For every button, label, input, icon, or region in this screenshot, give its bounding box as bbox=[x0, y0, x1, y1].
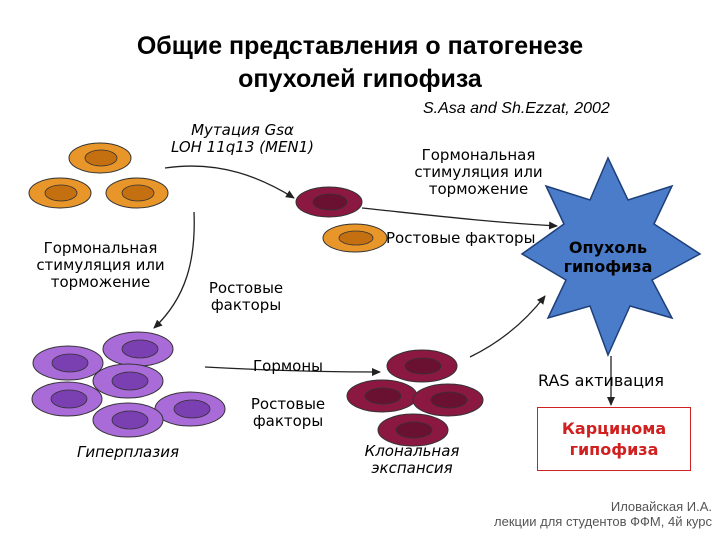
hormonal-stimulation-right: Гормональная стимуляция или торможение bbox=[396, 147, 561, 198]
hormonal-right-line-3: торможение bbox=[428, 180, 529, 198]
growth-factors-left-line-2: факторы bbox=[210, 296, 282, 314]
carcinoma-box: Карцинома гипофиза bbox=[537, 407, 691, 471]
normal-cell-icon bbox=[322, 223, 388, 253]
author-credit: Иловайская И.А. лекции для студентов ФФМ… bbox=[382, 499, 712, 529]
ras-activation-label: RAS активация bbox=[538, 371, 664, 390]
clonal-line-2: экспансия bbox=[371, 459, 453, 477]
arrow-normal-to-hyperplasia bbox=[153, 211, 195, 329]
title-line-1: Общие представления о патогенезе bbox=[136, 32, 584, 60]
normal-cell-icon bbox=[68, 142, 132, 174]
growth-factors-mid-line-1: Ростовые bbox=[250, 395, 326, 413]
clonal-cell-icon bbox=[412, 383, 484, 417]
tumor-label: Опухоль гипофиза bbox=[548, 238, 668, 276]
clonal-cell-icon bbox=[295, 186, 363, 218]
hormonal-right-line-2: стимуляция или bbox=[414, 163, 543, 181]
growth-factors-middle: Ростовые факторы bbox=[238, 396, 338, 430]
hormonal-left-line-1: Гормональная bbox=[43, 239, 158, 257]
mutation-line-2: LOH 11q13 (MEN1) bbox=[170, 138, 315, 156]
hyperplastic-cell-icon bbox=[92, 402, 164, 438]
arrow-normal-to-mutation bbox=[164, 165, 295, 199]
credit-line-1: Иловайская И.А. bbox=[610, 499, 712, 514]
normal-cell-icon bbox=[28, 177, 92, 209]
clonal-cell-icon bbox=[346, 379, 418, 413]
growth-factors-right: Ростовые факторы bbox=[386, 229, 536, 247]
clonal-line-1: Клональная bbox=[364, 442, 460, 460]
hyperplastic-cell-icon bbox=[32, 345, 104, 381]
hyperplastic-cell-icon bbox=[102, 331, 174, 367]
growth-factors-left: Ростовые факторы bbox=[196, 280, 296, 314]
carcinoma-line-2: гипофиза bbox=[569, 440, 659, 459]
hyperplastic-cell-icon bbox=[92, 363, 164, 399]
hormonal-left-line-2: стимуляция или bbox=[36, 256, 165, 274]
clonal-cell-icon bbox=[386, 349, 458, 383]
tumor-line-1: Опухоль bbox=[568, 238, 648, 257]
hyperplasia-label: Гиперплазия bbox=[77, 443, 179, 461]
hyperplastic-cell-icon bbox=[154, 391, 226, 427]
tumor-line-2: гипофиза bbox=[563, 257, 653, 276]
arrow-cell-to-tumor bbox=[361, 207, 558, 230]
arrow-clonal-to-tumor bbox=[469, 295, 546, 358]
clonal-cell-icon bbox=[377, 413, 449, 447]
arrow-hyperplasia-to-clonal bbox=[204, 366, 381, 376]
credit-line-2: лекции для студентов ФФМ, 4й курс bbox=[494, 514, 712, 529]
carcinoma-line-1: Карцинома bbox=[561, 419, 667, 438]
reference-citation: S.Asa and Sh.Ezzat, 2002 bbox=[423, 100, 610, 117]
growth-factors-mid-line-2: факторы bbox=[252, 412, 324, 430]
hormonal-stimulation-left: Гормональная стимуляция или торможение bbox=[18, 240, 183, 291]
hormones-label: Гормоны bbox=[253, 357, 323, 375]
title-line-2: опухолей гипофиза bbox=[238, 65, 482, 93]
normal-cell-icon bbox=[105, 177, 169, 209]
mutation-line-1: Мутация Gsα bbox=[191, 121, 294, 139]
clonal-expansion-label: Клональная экспансия bbox=[342, 443, 482, 477]
growth-factors-left-line-1: Ростовые bbox=[208, 279, 284, 297]
tumor-star-icon bbox=[520, 156, 702, 357]
page-title: Общие представления о патогенезе опухоле… bbox=[0, 30, 720, 96]
hyperplastic-cell-icon bbox=[31, 381, 103, 417]
hormonal-right-line-1: Гормональная bbox=[421, 146, 536, 164]
mutation-label: Мутация Gsα LOH 11q13 (MEN1) bbox=[135, 122, 350, 156]
hormonal-left-line-3: торможение bbox=[50, 273, 151, 291]
